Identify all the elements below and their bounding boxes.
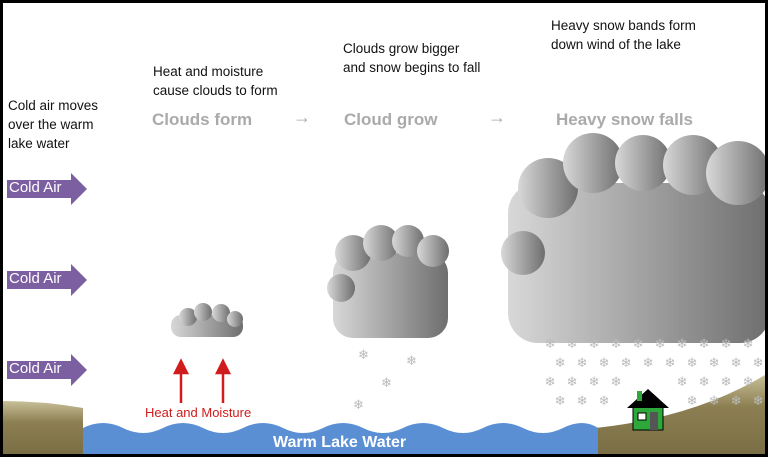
snowflake-icon: ❄ [753,393,764,408]
cold-air-label: Cold Air [9,179,62,196]
snowflake-icon: ❄ [577,393,588,408]
arrow-icon: → [293,107,311,127]
snowflake-icon: ❄ [687,393,698,408]
cold-air-arrow-3: Cold Air [3,358,87,382]
heat-arrows [172,358,232,403]
caption-step4: Heavy snow bands form down wind of the l… [551,18,696,52]
snowflake-icon: ❄ [665,355,676,370]
stage-clouds-form: Clouds form [152,110,253,129]
stage-cloud-grow: Cloud grow [344,110,438,129]
lake-effect-diagram: ❄❄❄❄❄❄❄❄❄❄❄❄❄❄❄❄❄❄❄❄❄❄❄❄❄❄❄❄❄❄❄❄❄❄❄❄❄❄❄ … [3,3,765,454]
snowflake-icon: ❄ [555,393,566,408]
snowflakes: ❄❄❄❄❄❄❄❄❄❄❄❄❄❄❄❄❄❄❄❄❄❄❄❄❄❄❄❄❄❄❄❄❄❄❄❄❄❄❄ [353,336,763,412]
cold-air-label: Cold Air [9,360,62,377]
snowflake-icon: ❄ [677,336,688,351]
house-icon [627,389,669,431]
cold-air-arrow-1: Cold Air [3,177,87,201]
snowflake-icon: ❄ [687,355,698,370]
cold-air-arrow-2: Cold Air [3,268,87,292]
snowflake-icon: ❄ [555,355,566,370]
arrow-icon: → [488,107,506,127]
snowflake-icon: ❄ [743,374,754,389]
caption-step3: Clouds grow bigger and snow begins to fa… [343,41,481,75]
snowflake-icon: ❄ [731,393,742,408]
snowflake-icon: ❄ [567,374,578,389]
snowflake-icon: ❄ [643,355,654,370]
snowflake-icon: ❄ [621,355,632,370]
snowflake-icon: ❄ [589,336,600,351]
snowflake-icon: ❄ [406,353,417,368]
left-shore [3,401,83,454]
snowflake-icon: ❄ [731,355,742,370]
cold-air-arrows [7,173,87,386]
snowflake-icon: ❄ [753,355,764,370]
snowflake-icon: ❄ [699,336,710,351]
snowflake-icon: ❄ [699,374,710,389]
snowflake-icon: ❄ [721,374,732,389]
snowflake-icon: ❄ [633,336,644,351]
caption-step1: Cold air moves over the warm lake water [8,98,99,151]
snowflake-icon: ❄ [353,397,364,412]
snowflake-icon: ❄ [545,336,556,351]
snowflake-icon: ❄ [655,336,666,351]
snowflake-icon: ❄ [611,336,622,351]
snowflake-icon: ❄ [611,374,622,389]
snowflake-icon: ❄ [589,374,600,389]
snowflake-icon: ❄ [709,355,720,370]
snowflake-icon: ❄ [358,347,369,362]
stage-heavy-snow: Heavy snow falls [556,110,694,129]
snowflake-icon: ❄ [577,355,588,370]
snowflake-icon: ❄ [677,374,688,389]
warm-lake-water-label: Warm Lake Water [273,434,407,451]
small-cloud [171,303,243,337]
snowflake-icon: ❄ [721,336,732,351]
diagram-graphics: ❄❄❄❄❄❄❄❄❄❄❄❄❄❄❄❄❄❄❄❄❄❄❄❄❄❄❄❄❄❄❄❄❄❄❄❄❄❄❄ [3,133,765,454]
snowflake-icon: ❄ [743,336,754,351]
cold-air-label: Cold Air [9,270,62,287]
medium-cloud [327,225,449,338]
large-cloud [501,133,765,343]
caption-step2: Heat and moisture cause clouds to form [153,64,278,98]
snowflake-icon: ❄ [567,336,578,351]
right-shore [595,375,765,454]
lake-water [83,423,598,454]
snowflake-icon: ❄ [381,375,392,390]
snowflake-icon: ❄ [709,393,720,408]
snowflake-icon: ❄ [599,355,610,370]
snowflake-icon: ❄ [599,393,610,408]
snowflake-icon: ❄ [545,374,556,389]
heat-moisture-label: Heat and Moisture [145,405,252,420]
